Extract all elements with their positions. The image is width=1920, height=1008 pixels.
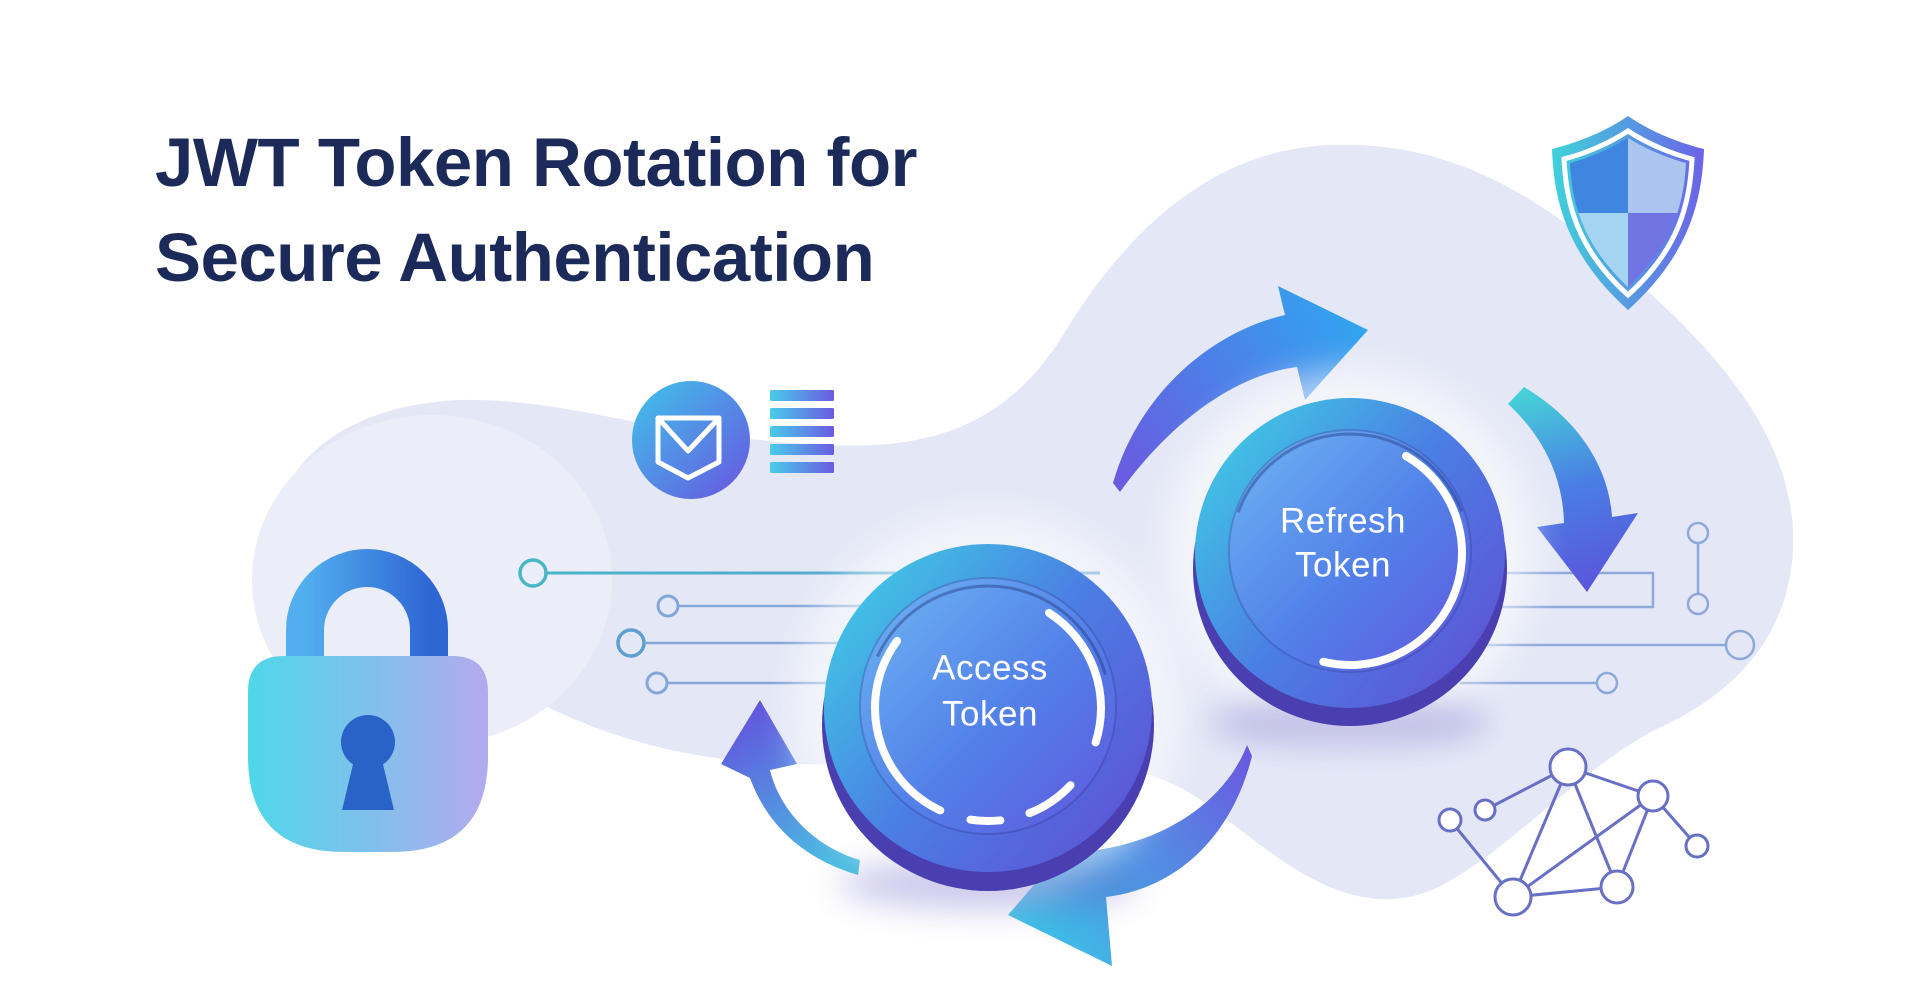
circuit-lines-right-icon xyxy=(1460,521,1756,695)
rotation-arrows xyxy=(721,286,1638,966)
access-token-badge: Access Token xyxy=(793,513,1183,910)
network-graph-icon xyxy=(1437,747,1710,917)
padlock-icon xyxy=(248,549,488,852)
shield-icon xyxy=(1552,116,1704,310)
refresh-token-label-line2: Token xyxy=(1295,546,1391,585)
refresh-token-label-line1: Refresh xyxy=(1280,502,1406,541)
rotation-arrow-top-icon xyxy=(1113,286,1368,492)
list-lines-icon xyxy=(770,390,834,473)
keyhole-icon xyxy=(341,715,395,810)
access-token-label-line1: Access xyxy=(932,649,1048,688)
page-title: JWT Token Rotation for Secure Authentica… xyxy=(155,124,917,296)
page-title-line1: JWT Token Rotation for xyxy=(155,124,917,201)
rotation-arrow-right-icon xyxy=(1508,387,1638,592)
mail-icon xyxy=(632,381,750,499)
rotation-arrow-left-icon xyxy=(721,700,860,875)
page-title-line2: Secure Authentication xyxy=(155,219,874,296)
rotation-arrow-bottom-icon xyxy=(1008,745,1252,966)
refresh-token-badge: Refresh Token xyxy=(1165,368,1535,746)
access-token-label-line2: Token xyxy=(942,695,1038,734)
